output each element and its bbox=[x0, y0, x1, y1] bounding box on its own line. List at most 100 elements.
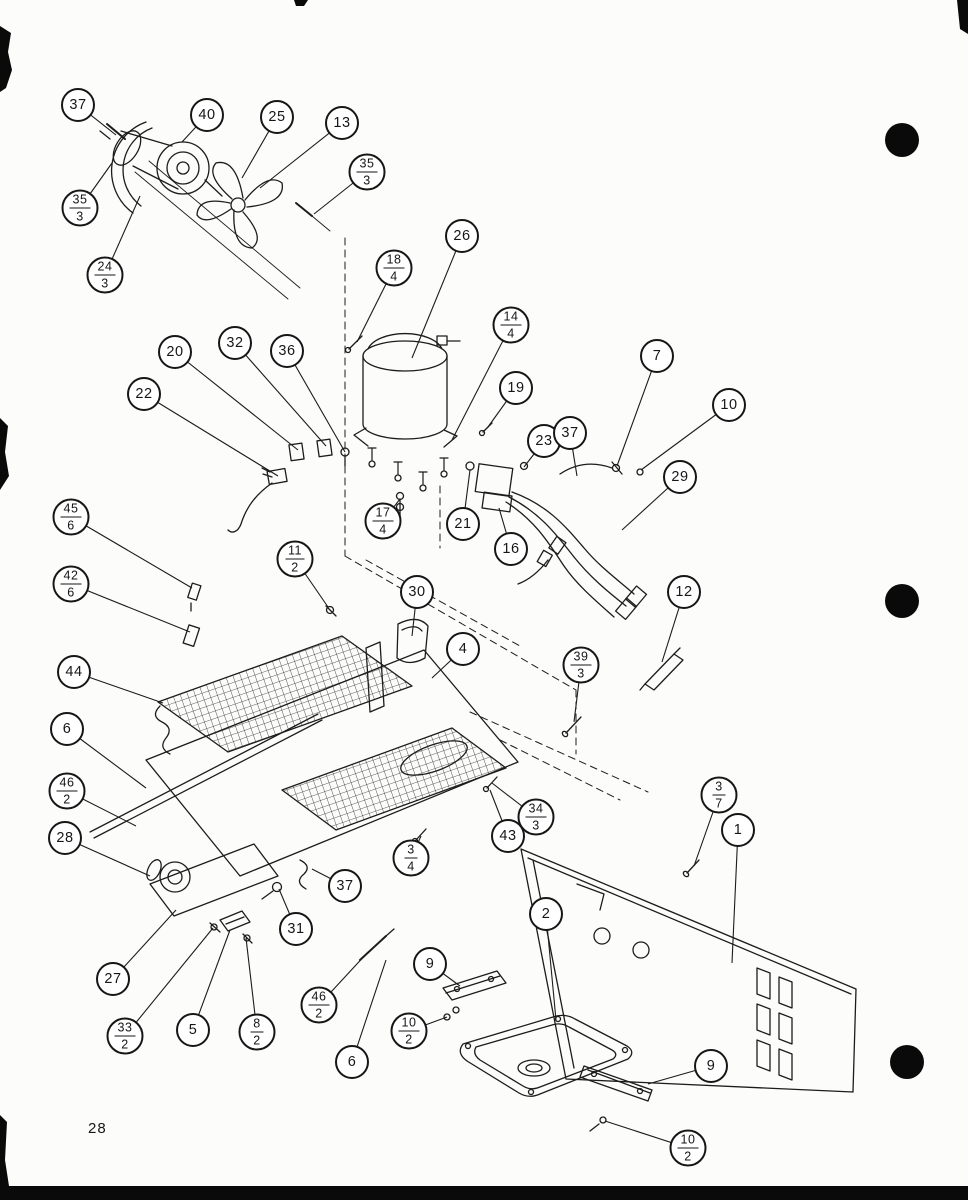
fan-motor-art bbox=[99, 121, 331, 300]
callout-quantity: 2 bbox=[121, 1037, 129, 1051]
callout-part-number: 31 bbox=[287, 920, 305, 937]
callout-part-number: 43 bbox=[499, 827, 517, 844]
callout-part-number: 34 bbox=[525, 802, 547, 818]
callout-part-number: 23 bbox=[535, 432, 553, 449]
callout-quantity: 2 bbox=[253, 1033, 261, 1047]
callout-part-number: 7 bbox=[652, 347, 662, 364]
callout-37: 37 bbox=[61, 88, 95, 122]
callout-part-number: 35 bbox=[69, 193, 91, 209]
callout-part-number: 4 bbox=[458, 640, 468, 657]
callout-part-number: 28 bbox=[56, 829, 74, 846]
callout-31: 31 bbox=[279, 912, 313, 946]
callout-quantity: 6 bbox=[67, 518, 75, 532]
callout-32: 32 bbox=[218, 326, 252, 360]
callout-37: 37 bbox=[328, 869, 362, 903]
bracket-art bbox=[442, 970, 653, 1102]
callout-part-number: 35 bbox=[356, 157, 378, 173]
callout-part-number: 21 bbox=[454, 515, 472, 532]
callout-7: 7 bbox=[640, 339, 674, 373]
page-number: 28 bbox=[88, 1120, 107, 1137]
callout-19: 19 bbox=[499, 371, 533, 405]
callout-part-number: 46 bbox=[56, 776, 78, 792]
callout-part-number: 8 bbox=[250, 1017, 264, 1033]
callout-part-number: 16 bbox=[502, 540, 520, 557]
callout-part-number: 11 bbox=[285, 544, 305, 560]
callout-22: 22 bbox=[127, 377, 161, 411]
callout-part-number: 37 bbox=[336, 877, 354, 894]
callout-part-number: 46 bbox=[308, 990, 330, 1006]
callout-part-number: 30 bbox=[408, 583, 426, 600]
callout-part-number: 10 bbox=[720, 396, 738, 413]
tube-part-art bbox=[639, 647, 684, 691]
callout-part-number: 20 bbox=[166, 343, 184, 360]
callout-21: 21 bbox=[446, 507, 480, 541]
callout-quantity: 3 bbox=[577, 666, 585, 680]
callout-quantity: 3 bbox=[363, 173, 371, 187]
callout-37: 37 bbox=[553, 416, 587, 450]
callout-part-number: 9 bbox=[425, 955, 435, 972]
callout-6: 6 bbox=[335, 1045, 369, 1079]
callout-part-number: 9 bbox=[706, 1057, 716, 1074]
callout-12: 12 bbox=[667, 575, 701, 609]
compressor-mount-art bbox=[146, 843, 308, 944]
callout-20: 20 bbox=[158, 335, 192, 369]
callout-4: 4 bbox=[446, 632, 480, 666]
callout-1: 1 bbox=[721, 813, 755, 847]
callout-part-number: 14 bbox=[500, 310, 522, 326]
callout-29: 29 bbox=[663, 460, 697, 494]
callout-10: 10 bbox=[712, 388, 746, 422]
callout-part-number: 5 bbox=[188, 1021, 198, 1038]
callout-quantity: 3 bbox=[76, 209, 84, 223]
callout-6: 6 bbox=[50, 712, 84, 746]
callout-part-number: 42 bbox=[60, 569, 82, 585]
callout-44: 44 bbox=[57, 655, 91, 689]
callout-quantity: 4 bbox=[407, 859, 415, 873]
evaporator-art bbox=[89, 582, 519, 877]
callout-part-number: 1 bbox=[733, 821, 743, 838]
callout-part-number: 6 bbox=[347, 1053, 357, 1070]
callout-part-number: 29 bbox=[671, 468, 689, 485]
callout-27: 27 bbox=[96, 962, 130, 996]
callout-36: 36 bbox=[270, 334, 304, 368]
callout-quantity: 4 bbox=[507, 326, 515, 340]
callout-part-number: 36 bbox=[278, 342, 296, 359]
callout-part-number: 26 bbox=[453, 227, 471, 244]
callout-part-number: 3 bbox=[404, 843, 418, 859]
callout-quantity: 2 bbox=[405, 1032, 413, 1046]
callout-quantity: 7 bbox=[715, 796, 723, 810]
drain-pan-art bbox=[459, 1014, 633, 1097]
callout-part-number: 19 bbox=[507, 379, 525, 396]
callout-quantity: 3 bbox=[101, 276, 109, 290]
callout-part-number: 6 bbox=[62, 720, 72, 737]
callout-part-number: 32 bbox=[226, 334, 244, 351]
callout-9: 9 bbox=[413, 947, 447, 981]
callout-quantity: 3 bbox=[532, 818, 540, 832]
callout-part-number: 40 bbox=[198, 106, 216, 123]
callout-part-number: 37 bbox=[561, 424, 579, 441]
callout-quantity: 4 bbox=[390, 269, 398, 283]
callout-part-number: 24 bbox=[94, 260, 116, 276]
callout-quantity: 2 bbox=[63, 792, 71, 806]
callout-part-number: 13 bbox=[333, 114, 351, 131]
back-panel-art bbox=[520, 848, 857, 1093]
callout-part-number: 10 bbox=[398, 1016, 420, 1032]
callout-part-number: 3 bbox=[712, 780, 726, 796]
callout-16: 16 bbox=[494, 532, 528, 566]
callout-28: 28 bbox=[48, 821, 82, 855]
